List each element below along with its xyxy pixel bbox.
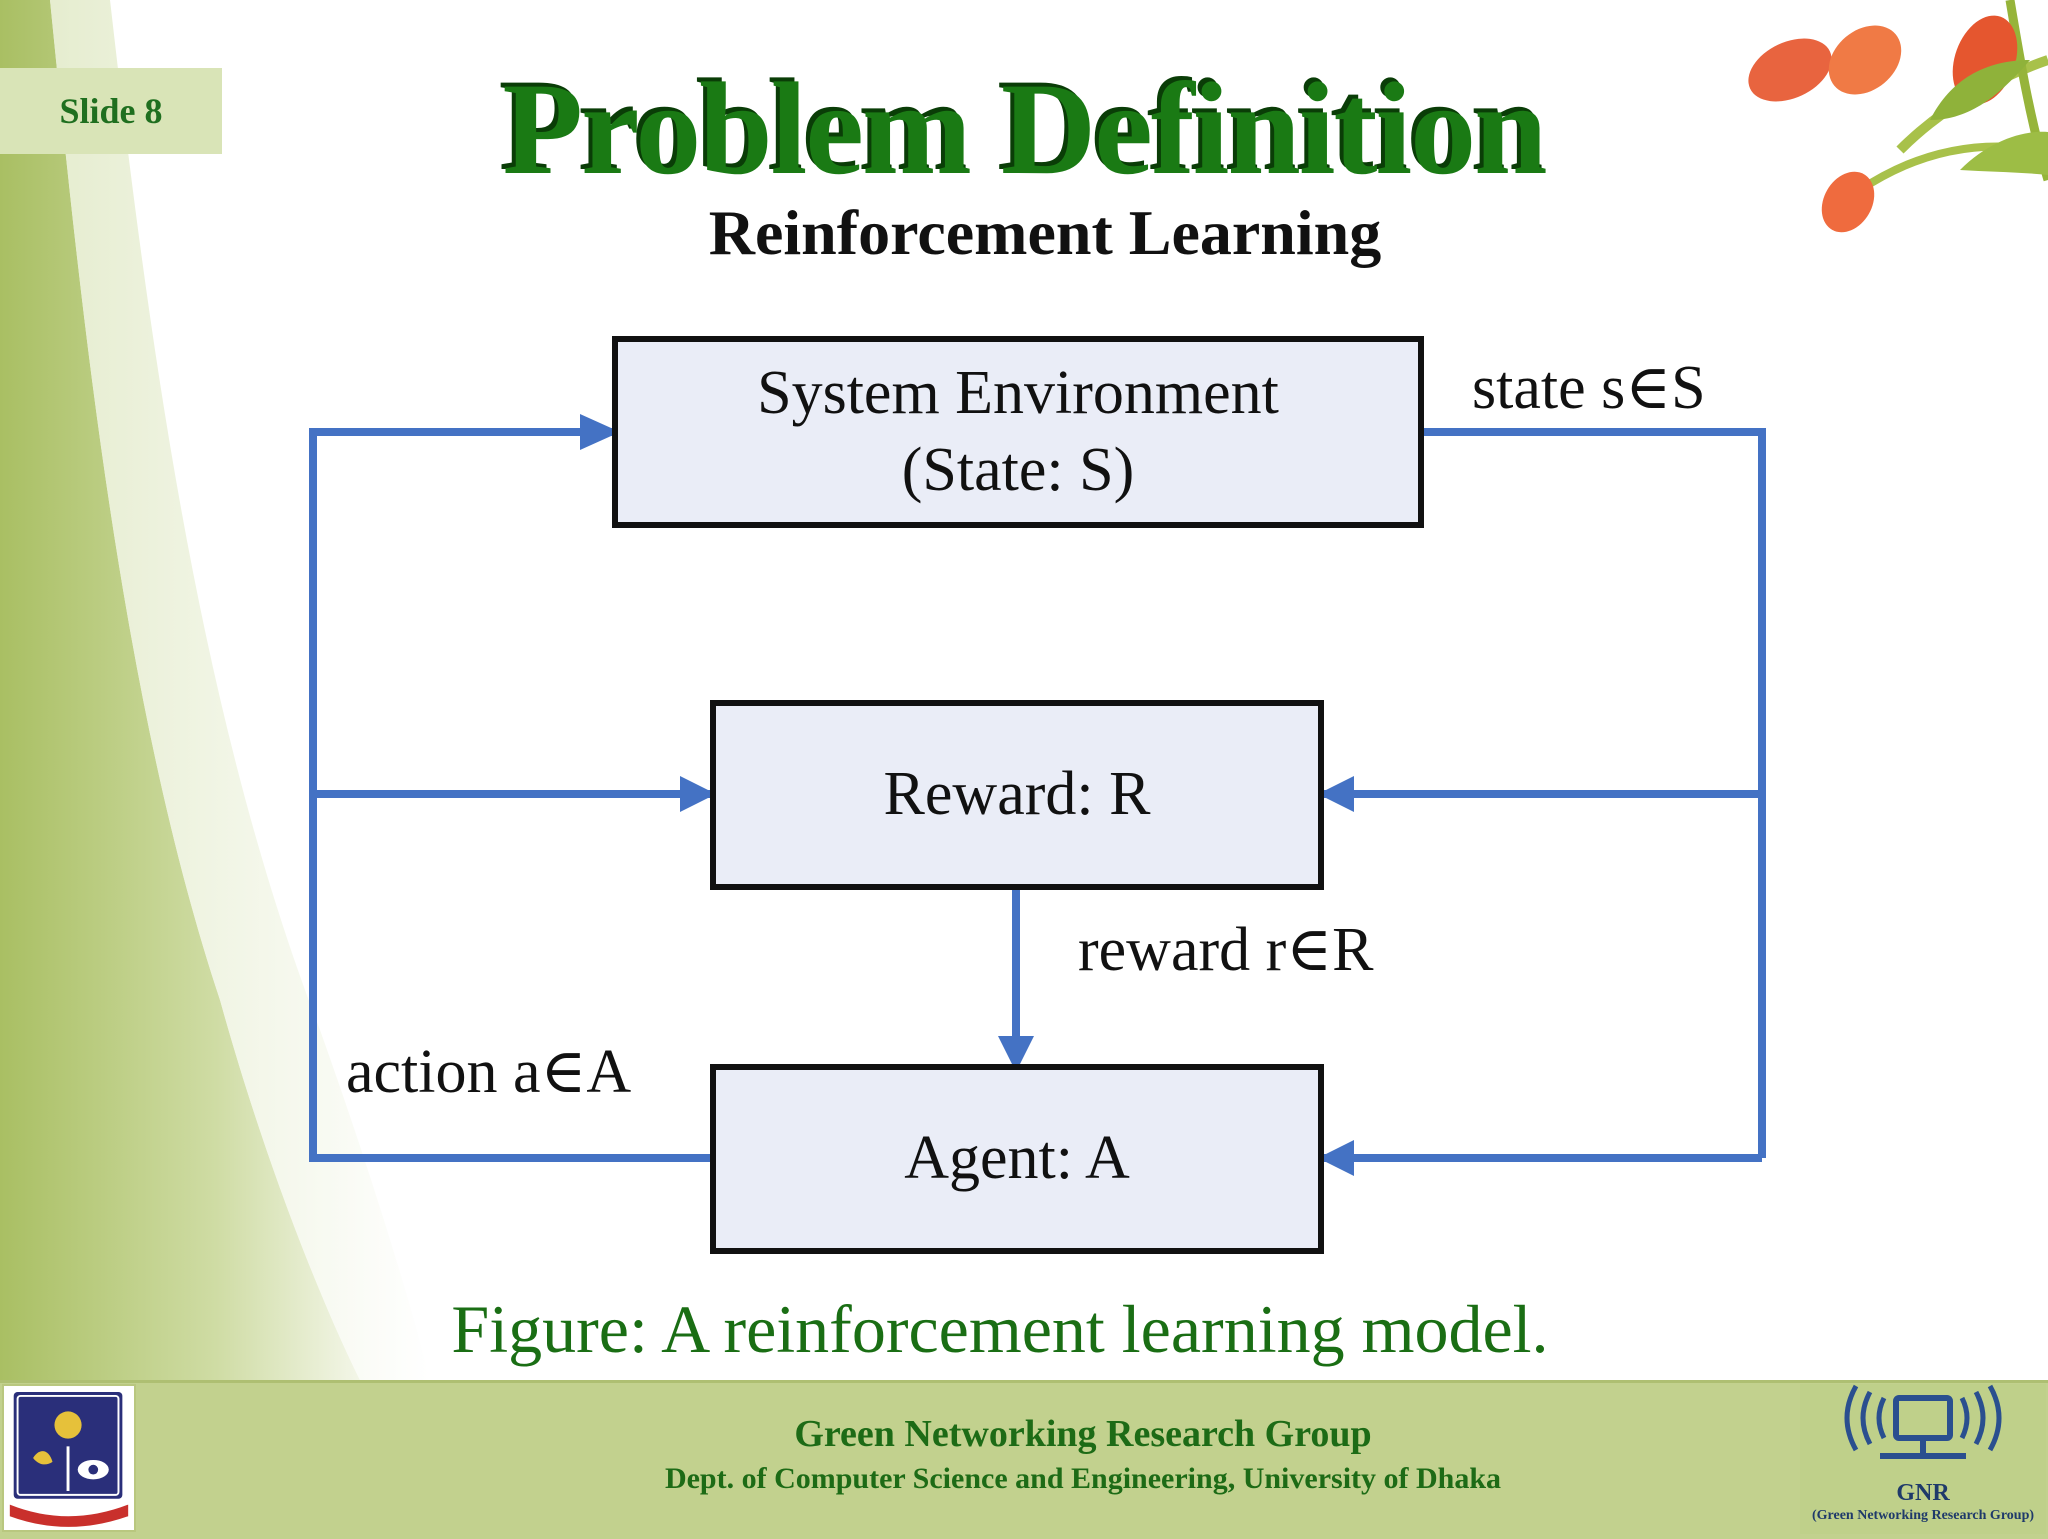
- arrowhead-reward-right: [1318, 776, 1354, 812]
- footer-group-name: Green Networking Research Group: [794, 1413, 1372, 1455]
- agent-label: Agent: A: [904, 1124, 1130, 1193]
- university-seal-icon: [9, 1392, 129, 1527]
- environment-state: (State: S): [901, 436, 1135, 504]
- slide-number-label: Slide 8: [0, 68, 222, 154]
- figure-caption: Figure: A reinforcement learning model.: [451, 1291, 1549, 1367]
- page-subtitle: Reinforcement Learning: [708, 197, 1382, 268]
- reward-box: Reward: R: [710, 700, 1324, 890]
- action-edge-label: action a∈A: [346, 1038, 632, 1106]
- footer-department: Dept. of Computer Science and Engineerin…: [664, 1462, 1502, 1495]
- gnr-logo: [1800, 1384, 2046, 1534]
- page-title: Problem Definition: [502, 55, 1547, 202]
- network-computer-icon: [1844, 1384, 2002, 1459]
- reward-edge-label: reward r∈R: [1078, 916, 1374, 984]
- university-logo: [2, 1384, 136, 1532]
- arrowhead-agent-top: [998, 1036, 1034, 1072]
- footer-bar: [0, 1380, 2048, 1539]
- gnr-logo-text: GNR: [1896, 1480, 1950, 1506]
- arrowhead-agent-right: [1318, 1140, 1354, 1176]
- state-edge: [1418, 428, 1766, 1158]
- state-edge-label: state s∈S: [1472, 354, 1706, 422]
- agent-box: Agent: A: [710, 1064, 1324, 1254]
- gnr-logo-subtext: (Green Networking Research Group): [1811, 1508, 2035, 1523]
- tulip-decoration: [1748, 0, 2048, 233]
- arrowhead-environment: [580, 414, 620, 450]
- environment-title: System Environment: [757, 358, 1279, 427]
- system-environment-box: System Environment (State: S): [612, 336, 1424, 528]
- arrowhead-reward-left: [680, 776, 716, 812]
- reward-label: Reward: R: [883, 760, 1151, 829]
